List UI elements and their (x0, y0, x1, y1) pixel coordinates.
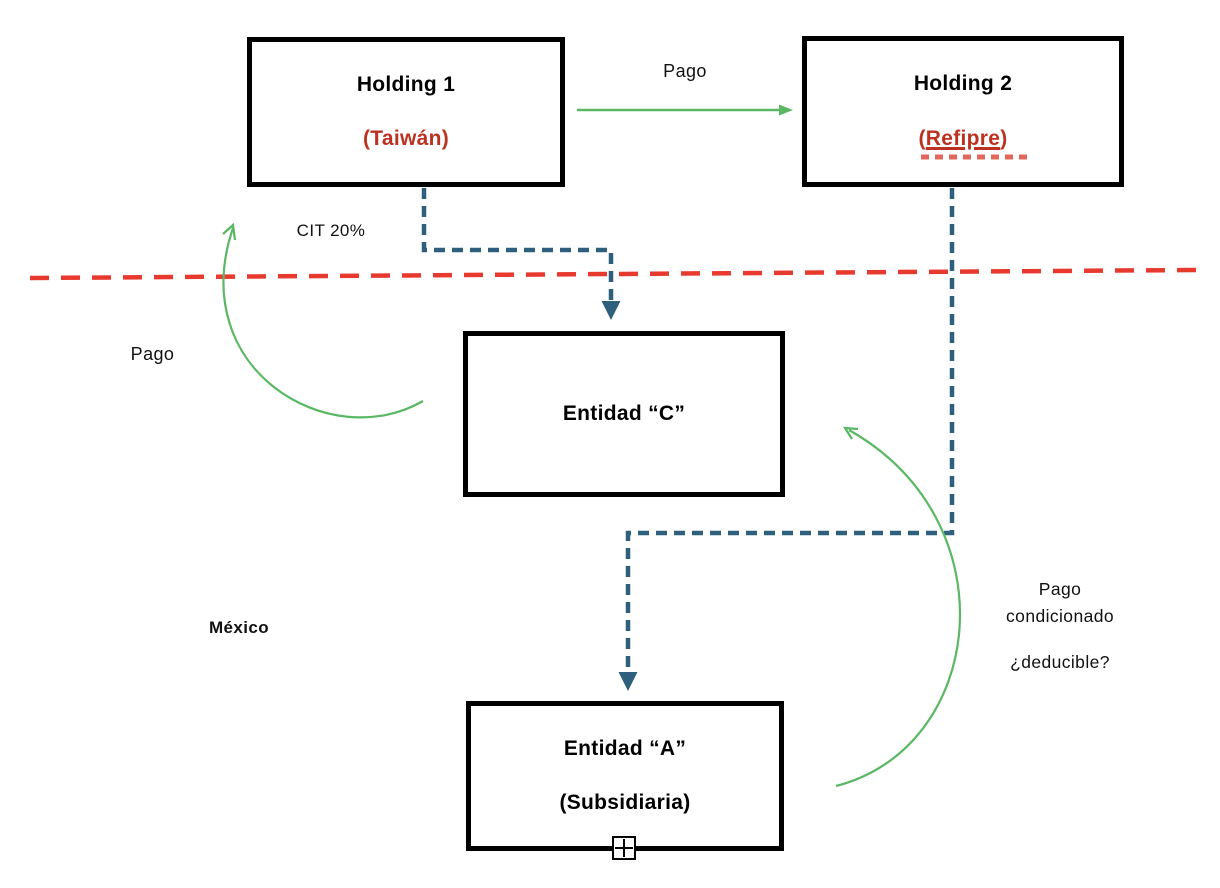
pago-left-curved-arrow (222, 227, 424, 419)
pago-cond-curved-arrow (835, 429, 962, 788)
holding1-title: Holding 1 (356, 72, 456, 96)
pago-condicionado-line2: condicionado (1006, 606, 1114, 626)
holding2-subtitle-open-paren: ( (918, 127, 926, 150)
holding2-title: Holding 2 (913, 72, 1013, 95)
deducible-label: ¿deducible? (1010, 652, 1110, 672)
mexico-label: México (209, 618, 270, 637)
entidad-c-title: Entidad “C” (562, 402, 686, 425)
entidad-a-box: Entidad “A” (Subsidiaria) (466, 701, 784, 851)
pago-condicionado-label: Pago condicionado ¿deducible? (980, 576, 1140, 676)
pago-arrow-head (779, 104, 793, 116)
pago-condicionado-line1: Pago (1038, 579, 1082, 599)
holding2-box: Holding 2 (Refipre) (802, 36, 1124, 187)
pago-left-curved-arrowhead (222, 222, 237, 241)
expand-plus-icon[interactable] (612, 836, 636, 860)
holding1-entidadc-connector (421, 188, 614, 302)
holding2-subtitle-word: Refipre (925, 127, 1001, 150)
entidad-a-title: Entidad “A” (563, 736, 687, 760)
holding1-box: Holding 1 (Taiwán) (247, 37, 565, 187)
jurisdiction-boundary-line (29, 267, 1198, 281)
entidad-a-subtitle: (Subsidiaria) (559, 791, 691, 815)
holding2-subtitle: (Refipre) (918, 127, 1007, 151)
pago-cond-curved-arrowhead (842, 426, 859, 440)
pago-left-label: Pago (130, 344, 175, 364)
entidad-c-box: Entidad “C” (463, 331, 785, 497)
expand-plus-vertical-bar (623, 839, 625, 857)
holding1-entidadc-arrowhead (601, 301, 621, 320)
holding2-entidada-arrowhead (618, 672, 638, 691)
pago-top-label: Pago (663, 61, 707, 81)
holding1-subtitle: (Taiwán) (362, 127, 449, 151)
cit-rate-label: CIT 20% (296, 221, 366, 240)
holding2-subtitle-close-paren: ) (1000, 127, 1008, 150)
